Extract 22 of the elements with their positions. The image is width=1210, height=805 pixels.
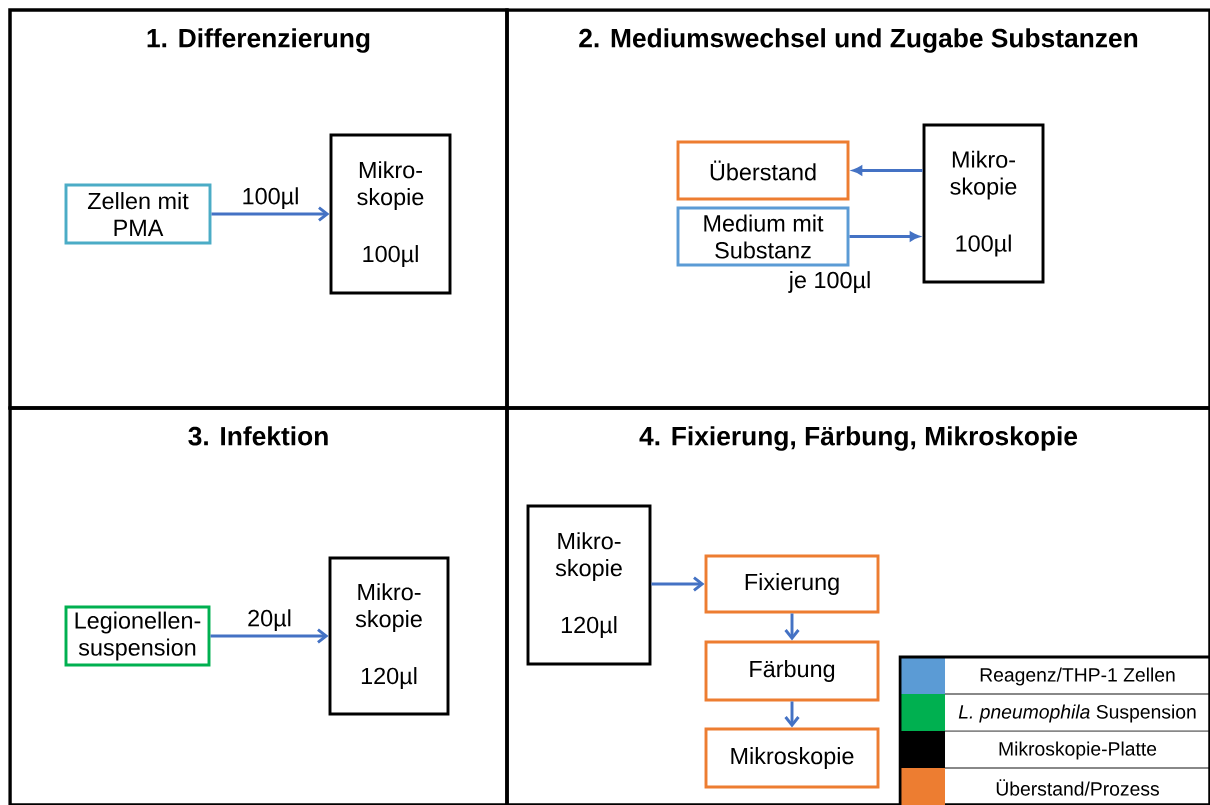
plate-box: Mikro- skopie 120µl xyxy=(328,556,450,716)
edge-label: 100µl xyxy=(240,186,301,211)
arrow xyxy=(211,206,330,222)
plate-box: Mikro- skopie 100µl xyxy=(329,133,452,295)
plate-box: Mikro- skopie 100µl xyxy=(922,123,1045,284)
arrow xyxy=(784,613,800,641)
process-box: Fixierung xyxy=(704,554,880,614)
legend-text: L. pneumophila Suspension xyxy=(958,704,1196,723)
legend-text: Reagenz/THP-1 Zellen xyxy=(980,667,1175,686)
process-box: Färbung xyxy=(704,640,880,702)
process-box: Zellen mit PMA xyxy=(64,183,212,245)
arrow xyxy=(210,628,329,644)
process-box: Überstand xyxy=(676,140,850,201)
process-box: Mikroskopie xyxy=(704,727,880,789)
plate-box: Mikro- skopie 120µl xyxy=(526,504,652,666)
legend-text: Überstand/Prozess xyxy=(996,779,1159,796)
edge-label: 20µl xyxy=(245,608,294,633)
volume-label: je 100µl xyxy=(788,271,870,293)
arrow xyxy=(651,576,705,592)
arrow xyxy=(784,701,800,728)
process-box: Legionellen- suspension xyxy=(64,605,211,667)
legend-text: Mikroskopie-Platte xyxy=(999,741,1157,760)
